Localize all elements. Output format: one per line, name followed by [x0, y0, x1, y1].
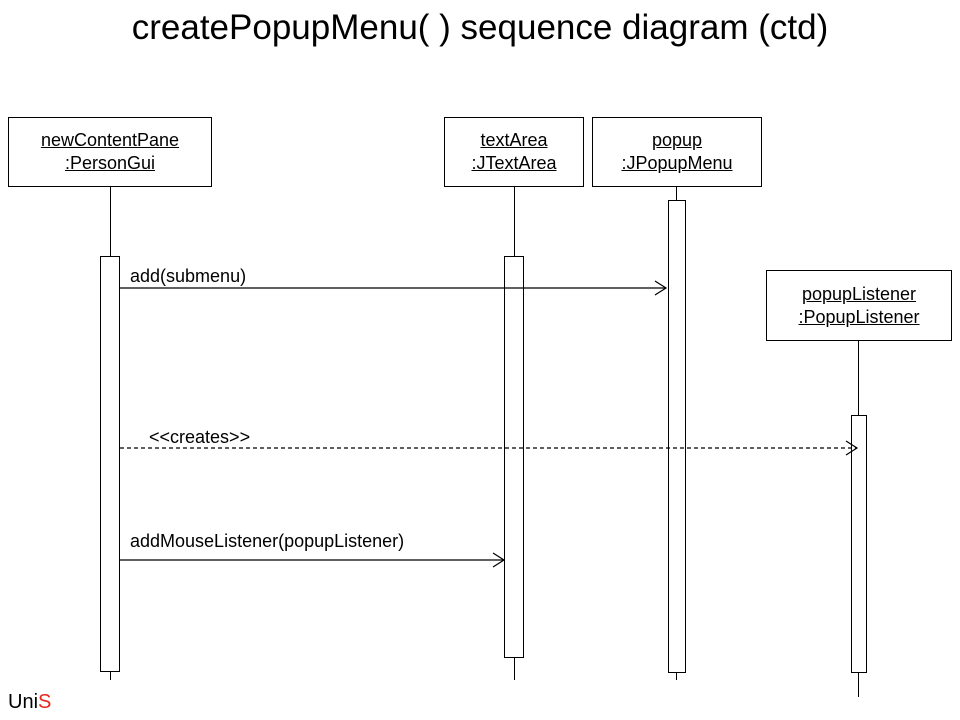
object-name: popupListener	[801, 283, 917, 304]
page-title: createPopupMenu( ) sequence diagram (ctd…	[131, 8, 829, 47]
message-creates-arrow	[120, 440, 859, 456]
message-label-addmouselistener: addMouseListener(popupListener)	[130, 531, 405, 551]
object-popup: popup :JPopupMenu	[592, 117, 762, 187]
object-popuplistener: popupListener :PopupListener	[766, 270, 952, 341]
object-name: popup	[651, 130, 703, 150]
object-type: :PersonGui	[64, 153, 156, 173]
logo-text-s: S	[38, 691, 52, 713]
message-label-creates: <<creates>>	[149, 427, 251, 447]
object-newcontentpane: newContentPane :PersonGui	[8, 117, 212, 187]
activation-popuplistener	[851, 415, 867, 673]
object-type: :JPopupMenu	[621, 153, 733, 173]
object-name: textArea	[480, 130, 548, 150]
message-addmouselistener-arrow	[120, 552, 506, 568]
activation-textarea	[504, 256, 524, 658]
object-name: newContentPane	[40, 130, 180, 150]
object-type: :JTextArea	[471, 153, 557, 173]
activation-popup	[668, 200, 686, 673]
message-label-add-submenu: add(submenu)	[130, 266, 247, 286]
unis-logo: UniS	[8, 690, 51, 714]
object-textarea: textArea :JTextArea	[444, 117, 584, 187]
message-add-submenu-arrow	[120, 280, 668, 296]
object-type: :PopupListener	[798, 306, 920, 327]
logo-text-uni: Uni	[8, 691, 39, 713]
activation-newcontentpane	[100, 256, 120, 672]
